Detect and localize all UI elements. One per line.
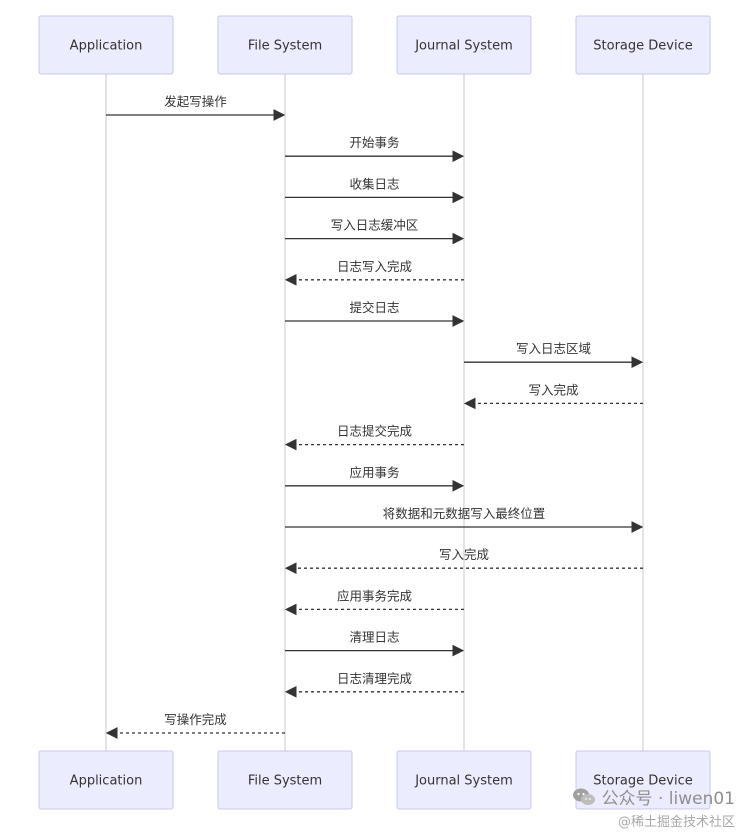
actor-box — [38, 15, 174, 75]
actor-file-system-bottom: File System — [217, 750, 353, 810]
wechat-icon — [572, 788, 595, 805]
watermark: 公众号 · liwen01 @稀土掘金技术社区 — [572, 784, 735, 830]
actor-application-top: Application — [38, 15, 174, 75]
message-8: 写入完成 — [463, 382, 643, 410]
message-2: 开始事务 — [285, 135, 465, 163]
message-5: 日志写入完成 — [284, 259, 464, 286]
watermark-community: @稀土掘金技术社区 — [617, 815, 735, 830]
message-14: 清理日志 — [285, 630, 465, 657]
message-label: 写入日志区域 — [516, 341, 591, 356]
actor-box — [217, 750, 353, 810]
actor-file-system-top: File System — [217, 15, 353, 75]
watermark-account: 公众号 · liwen01 — [572, 784, 735, 809]
message-label: 写入日志缓冲区 — [331, 218, 419, 233]
actors-bottom: Application File System Journal System Stor… — [38, 750, 711, 810]
actor-label: Storage Device — [593, 39, 692, 54]
message-10: 应用事务 — [285, 465, 465, 492]
message-label: 日志清理完成 — [337, 671, 412, 686]
message-9: 日志提交完成 — [284, 424, 464, 451]
actor-label: Journal System — [414, 39, 513, 54]
actor-label: Storage Device — [593, 774, 692, 789]
actor-box — [575, 750, 711, 810]
message-4: 写入日志缓冲区 — [285, 218, 465, 245]
message-13: 应用事务完成 — [284, 588, 464, 616]
actor-label: Journal System — [414, 774, 513, 789]
actor-label: File System — [248, 774, 322, 789]
message-7: 写入日志区域 — [464, 341, 644, 369]
actor-label: Application — [70, 39, 143, 54]
message-label: 日志提交完成 — [337, 424, 412, 439]
actor-application-bottom: Application — [38, 750, 174, 810]
message-label: 提交日志 — [349, 300, 399, 315]
message-label: 写操作完成 — [164, 712, 227, 727]
message-label: 清理日志 — [349, 630, 399, 645]
actor-box — [396, 750, 532, 810]
message-label: 写入完成 — [439, 547, 489, 562]
message-label: 收集日志 — [349, 176, 399, 191]
actor-box — [217, 15, 353, 75]
actors-top: Application File System Journal System Stor… — [38, 15, 711, 75]
message-3: 收集日志 — [285, 176, 465, 204]
message-6: 提交日志 — [285, 300, 465, 327]
message-label: 应用事务 — [349, 465, 399, 480]
messages: 发起写操作开始事务收集日志写入日志缓冲区日志写入完成提交日志写入日志区域写入完成… — [105, 94, 644, 739]
actor-box — [38, 750, 174, 810]
message-11: 将数据和元数据写入最终位置 — [285, 506, 644, 533]
watermark-account-text: 公众号 · liwen01 — [601, 789, 735, 809]
message-label: 日志写入完成 — [337, 259, 412, 274]
actor-journal-system-top: Journal System — [396, 15, 532, 75]
actor-label: File System — [248, 39, 322, 54]
actor-storage-device-top: Storage Device — [575, 15, 711, 75]
message-label: 发起写操作 — [164, 94, 227, 109]
message-15: 日志清理完成 — [284, 671, 464, 698]
message-label: 写入完成 — [528, 382, 578, 397]
message-label: 将数据和元数据写入最终位置 — [383, 506, 546, 521]
message-16: 写操作完成 — [105, 712, 285, 739]
message-label: 开始事务 — [349, 135, 399, 150]
actor-label: Application — [70, 774, 143, 789]
actor-journal-system-bottom: Journal System — [396, 750, 532, 810]
actor-box — [575, 15, 711, 75]
message-1: 发起写操作 — [106, 94, 286, 121]
actor-box — [396, 15, 532, 75]
message-label: 应用事务完成 — [337, 588, 412, 603]
actor-storage-device-bottom: Storage Device — [575, 750, 711, 810]
message-12: 写入完成 — [284, 547, 643, 575]
lifelines — [105, 74, 644, 751]
